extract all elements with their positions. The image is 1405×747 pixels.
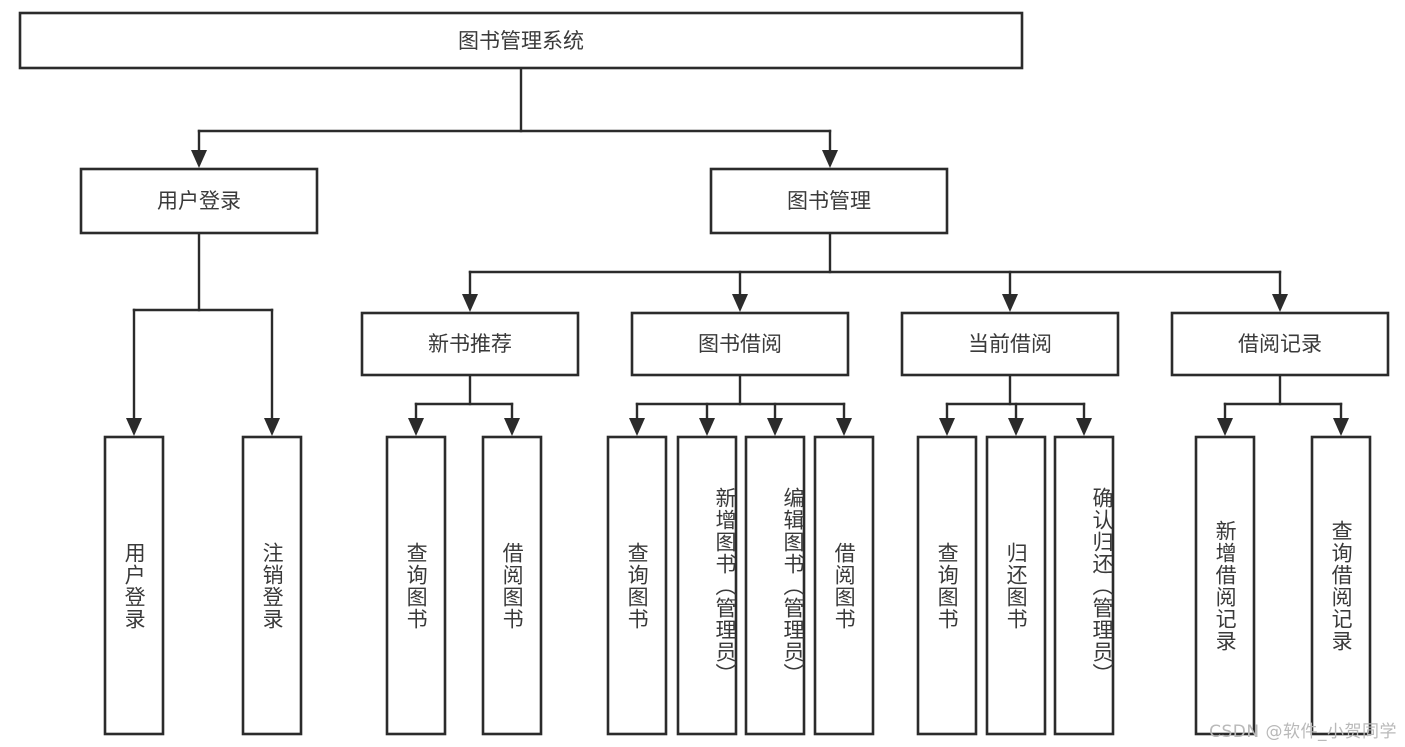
arrowhead-book-borrow bbox=[732, 294, 748, 312]
node-leaf-logout[interactable] bbox=[241, 435, 303, 736]
arrowhead-borrow-record bbox=[1272, 294, 1288, 312]
arrowhead-new-book-recommend bbox=[462, 294, 478, 312]
connector-group-root bbox=[191, 66, 838, 168]
connector-group-new-book-recommend bbox=[408, 373, 520, 436]
node-root[interactable] bbox=[18, 11, 1024, 70]
node-leaf-query-book-3[interactable] bbox=[916, 435, 978, 736]
node-leaf-query-book-1-label: 查询图书 bbox=[404, 541, 429, 630]
watermark-text: CSDN @软件_小贺同学 bbox=[1209, 722, 1397, 742]
node-leaf-add-record[interactable] bbox=[1194, 435, 1256, 736]
arrowhead-cb-leaf1 bbox=[939, 418, 955, 436]
node-leaf-borrow-book-2-label: 借阅图书 bbox=[832, 541, 857, 630]
node-leaf-borrow-book-1[interactable] bbox=[481, 435, 543, 736]
node-new-book-recommend-label: 新书推荐 bbox=[428, 332, 512, 356]
node-leaf-add-record-label: 新增借阅记录 bbox=[1213, 519, 1238, 652]
node-leaf-edit-book[interactable] bbox=[744, 435, 806, 736]
node-leaf-query-book-2[interactable] bbox=[606, 435, 668, 736]
node-leaf-query-book-1[interactable] bbox=[385, 435, 447, 736]
node-leaf-add-book[interactable] bbox=[676, 435, 738, 736]
node-leaf-query-book-2-label: 查询图书 bbox=[625, 541, 650, 630]
node-leaf-confirm-return-label: 确认归还（管理员） bbox=[1090, 486, 1114, 685]
arrowhead-book-manage bbox=[822, 150, 838, 168]
node-user-login-label: 用户登录 bbox=[157, 189, 241, 213]
node-borrow-record-label: 借阅记录 bbox=[1238, 332, 1322, 356]
arrowhead-nbr-leaf1 bbox=[408, 418, 424, 436]
connector-group-borrow-record bbox=[1217, 373, 1349, 436]
arrowhead-current-borrow bbox=[1002, 294, 1018, 312]
arrowhead-bb-leaf2 bbox=[699, 418, 715, 436]
connector-group-book-manage bbox=[462, 231, 1288, 312]
arrowhead-nbr-leaf2 bbox=[504, 418, 520, 436]
arrowhead-br-leaf1 bbox=[1217, 418, 1233, 436]
node-leaf-return-book-label: 归还图书 bbox=[1004, 541, 1029, 630]
node-book-borrow[interactable] bbox=[630, 311, 850, 377]
arrowhead-br-leaf2 bbox=[1333, 418, 1349, 436]
node-leaf-borrow-book-1-label: 借阅图书 bbox=[500, 541, 525, 630]
node-borrow-record[interactable] bbox=[1170, 311, 1390, 377]
node-leaf-logout-label: 注销登录 bbox=[260, 541, 285, 630]
node-new-book-recommend[interactable] bbox=[360, 311, 580, 377]
node-leaf-confirm-return[interactable] bbox=[1053, 435, 1115, 736]
arrowhead-bb-leaf3 bbox=[767, 418, 783, 436]
node-leaf-query-book-3-label: 查询图书 bbox=[935, 541, 960, 630]
arrowhead-bb-leaf1 bbox=[629, 418, 645, 436]
arrowhead-cb-leaf3 bbox=[1076, 418, 1092, 436]
node-leaf-add-book-label: 新增图书（管理员） bbox=[713, 486, 737, 685]
connector-group-current-borrow bbox=[939, 373, 1092, 436]
arrowhead-leaf-logout bbox=[264, 418, 280, 436]
connector-group-user-login bbox=[126, 231, 280, 436]
node-leaf-query-record[interactable] bbox=[1310, 435, 1372, 736]
node-leaf-user-login-label: 用户登录 bbox=[122, 541, 147, 630]
node-leaf-user-login[interactable] bbox=[103, 435, 165, 736]
node-leaf-borrow-book-2[interactable] bbox=[813, 435, 875, 736]
arrowhead-bb-leaf4 bbox=[836, 418, 852, 436]
node-leaf-edit-book-label: 编辑图书（管理员） bbox=[781, 486, 805, 685]
node-book-borrow-label: 图书借阅 bbox=[698, 332, 782, 356]
node-book-manage-label: 图书管理 bbox=[787, 189, 871, 213]
node-user-login[interactable] bbox=[79, 167, 319, 235]
node-current-borrow-label: 当前借阅 bbox=[968, 332, 1052, 356]
node-book-manage[interactable] bbox=[709, 167, 949, 235]
connector-group-book-borrow bbox=[629, 373, 852, 436]
arrowhead-cb-leaf2 bbox=[1008, 418, 1024, 436]
arrowhead-leaf-user-login bbox=[126, 418, 142, 436]
arrowhead-user-login bbox=[191, 150, 207, 168]
node-leaf-return-book[interactable] bbox=[985, 435, 1047, 736]
node-leaf-query-record-label: 查询借阅记录 bbox=[1329, 519, 1354, 652]
node-current-borrow[interactable] bbox=[900, 311, 1120, 377]
node-root-label: 图书管理系统 bbox=[458, 29, 584, 53]
